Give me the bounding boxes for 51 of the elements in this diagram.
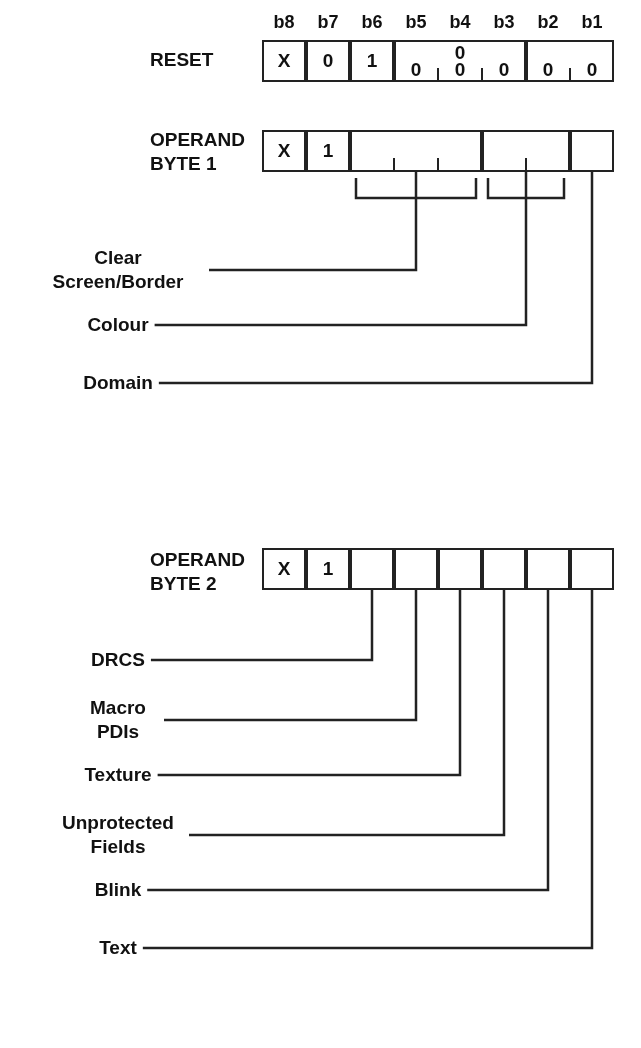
- bit-value: X: [276, 559, 292, 579]
- bit-value: 0: [453, 43, 467, 63]
- row-label: OPERAND BYTE 1: [150, 128, 246, 176]
- bit-number: b6: [360, 12, 384, 32]
- bit-cell: [306, 130, 350, 172]
- bit-value: 0: [453, 60, 467, 80]
- bit-value: 0: [541, 60, 555, 80]
- leader-line: [209, 172, 418, 272]
- bit-value: 0: [409, 60, 423, 80]
- bit-cell: [262, 40, 306, 82]
- leader-line: [154, 172, 528, 327]
- bit-number: b8: [272, 12, 296, 32]
- field-label: Domain: [83, 371, 153, 395]
- bit-value: X: [276, 141, 292, 161]
- bit-number: b5: [404, 12, 428, 32]
- row-label: RESET: [150, 48, 214, 72]
- bit-cell: [306, 40, 350, 82]
- bit-number: b7: [316, 12, 340, 32]
- leader-line: [157, 590, 462, 777]
- bit-number: b2: [536, 12, 560, 32]
- leader-line: [150, 590, 374, 662]
- field-label: Text: [99, 936, 137, 960]
- bit-value: 0: [321, 51, 335, 71]
- bit-number: b3: [492, 12, 516, 32]
- leader-line: [158, 172, 594, 385]
- row-label: OPERAND BYTE 2: [150, 548, 246, 596]
- bit-number: b4: [448, 12, 472, 32]
- bit-number: b1: [580, 12, 604, 32]
- bit-field: [526, 40, 614, 82]
- bit-cell: [350, 40, 394, 82]
- bit-value: 1: [365, 51, 379, 71]
- bit-cell: [262, 548, 306, 590]
- bit-cell: [306, 548, 350, 590]
- leader-line: [142, 590, 594, 950]
- bit-value: 0: [585, 60, 599, 80]
- field-label: DRCS: [91, 648, 145, 672]
- leader-line: [189, 590, 506, 837]
- leader-line: [164, 590, 418, 722]
- field-label: Macro PDIs: [78, 696, 158, 744]
- leader-line: [147, 590, 550, 892]
- field-label: Clear Screen/Border: [33, 246, 203, 294]
- bit-field: [394, 40, 526, 82]
- field-label: Blink: [94, 878, 142, 902]
- field-label: Colour: [87, 313, 149, 337]
- field-label: Unprotected Fields: [53, 811, 183, 859]
- bit-value: X: [276, 51, 292, 71]
- bit-value: 1: [321, 141, 335, 161]
- field-label: Texture: [84, 763, 152, 787]
- bit-cell: [262, 130, 306, 172]
- bit-value: 0: [497, 60, 511, 80]
- bit-value: 1: [321, 559, 335, 579]
